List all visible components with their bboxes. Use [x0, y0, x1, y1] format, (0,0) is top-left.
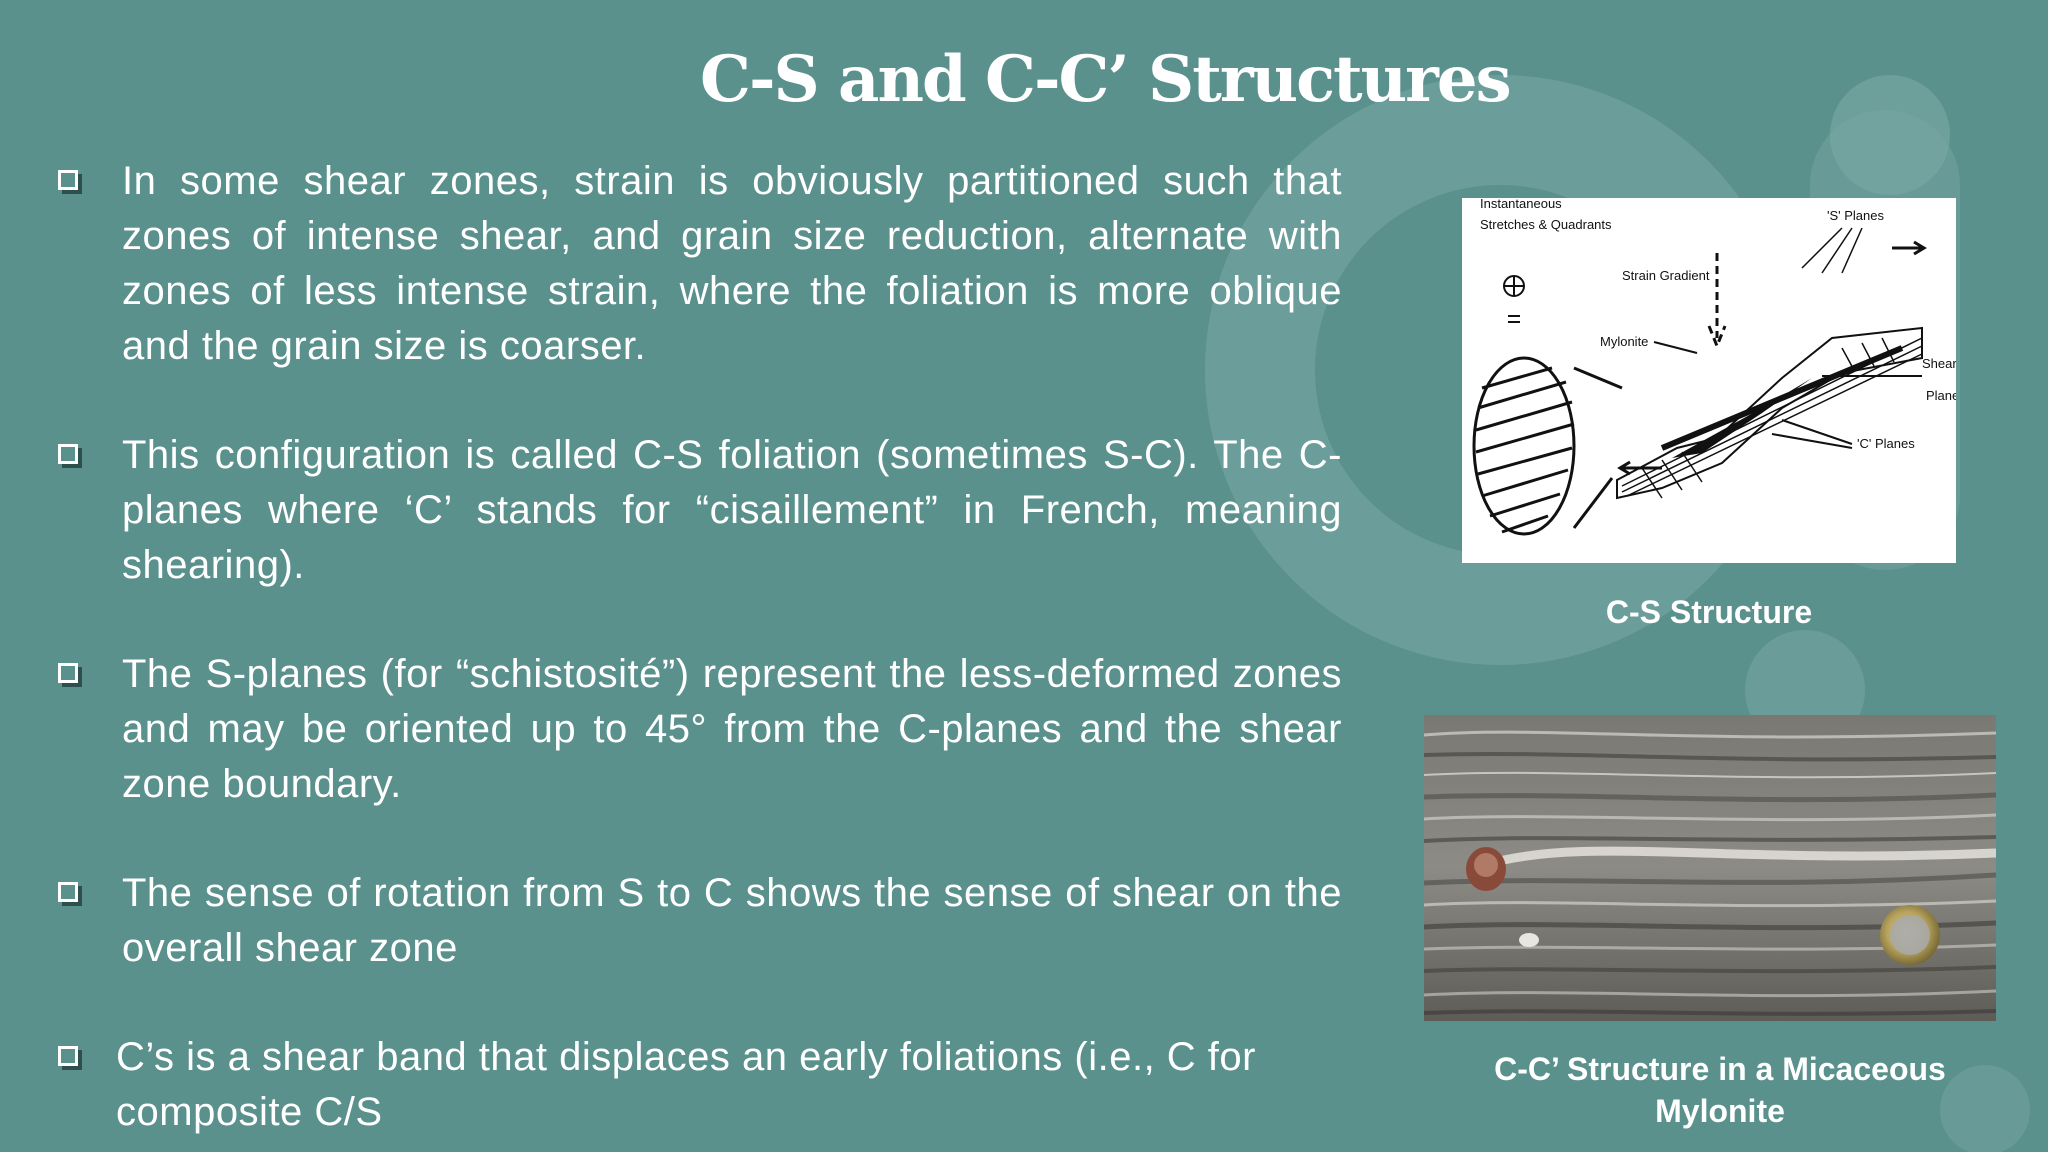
- cs-structure-caption: C-S Structure: [1605, 594, 1813, 630]
- label-mylonite: Mylonite: [1600, 334, 1648, 349]
- bullet-list: In some shear zones, strain is obviously…: [52, 154, 1342, 1140]
- label-plane: Plane: [1926, 388, 1956, 403]
- shear-arrow-bottom-icon: [1617, 460, 1662, 476]
- checkbox-bullet-icon: [58, 663, 78, 683]
- bullet-text: In some shear zones, strain is obviously…: [122, 159, 1342, 368]
- hatched-ellipse: [1472, 356, 1576, 536]
- label-s-planes: 'S' Planes: [1827, 208, 1884, 223]
- checkbox-bullet-icon: [58, 170, 78, 190]
- label-shear: Shear: [1922, 356, 1956, 371]
- checkbox-bullet-icon: [58, 1046, 78, 1066]
- strain-gradient-arrow-icon: [1707, 253, 1727, 351]
- bullet-text: The S-planes (for “schistosité”) represe…: [122, 652, 1342, 806]
- checkbox-bullet-icon: [58, 882, 78, 902]
- deco-circle-top: [1830, 75, 1950, 195]
- mylonite-photo-svg: [1424, 715, 1996, 1021]
- label-strain-gradient: Strain Gradient: [1622, 268, 1710, 283]
- bullet-item: The S-planes (for “schistosité”) represe…: [52, 647, 1342, 812]
- bullet-item: In some shear zones, strain is obviously…: [52, 154, 1342, 374]
- slide-title: C-S and C-C’ Structures: [700, 42, 1512, 117]
- shear-arrow-top-icon: [1892, 240, 1927, 256]
- strain-ellipse-icon: [1503, 275, 1525, 323]
- checkbox-bullet-icon: [58, 444, 78, 464]
- bullet-item: C’s is a shear band that displaces an ea…: [52, 1030, 1342, 1140]
- bullet-item: This configuration is called C-S foliati…: [52, 428, 1342, 593]
- cs-structure-diagram: Instantaneous Stretches & Quadrants 'S' …: [1462, 196, 1959, 563]
- label-c-planes: 'C' Planes: [1857, 436, 1915, 451]
- bullet-text: C’s is a shear band that displaces an ea…: [116, 1035, 1256, 1134]
- cs-diagram-svg: Instantaneous Stretches & Quadrants 'S' …: [1472, 196, 1959, 536]
- mylonite-caption: C-C’ Structure in a Micaceous Mylonite: [1494, 1051, 1946, 1129]
- label-stretches: Stretches & Quadrants: [1480, 217, 1612, 232]
- bullet-text: This configuration is called C-S foliati…: [122, 433, 1342, 587]
- mylonite-photo: [1424, 715, 1996, 1021]
- shear-band: [1616, 326, 1923, 500]
- bullet-item: The sense of rotation from S to C shows …: [52, 866, 1342, 976]
- label-instantaneous: Instantaneous: [1480, 198, 1562, 211]
- bullet-text: The sense of rotation from S to C shows …: [122, 871, 1342, 970]
